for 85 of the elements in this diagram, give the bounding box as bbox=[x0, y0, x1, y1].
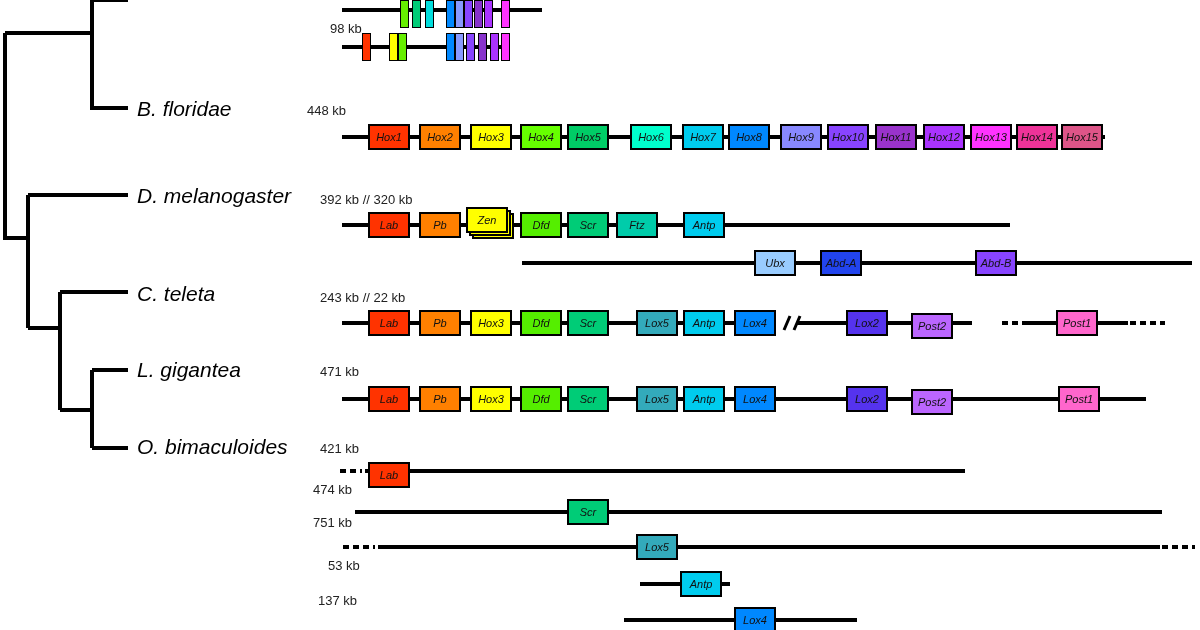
gene-box: Lox5 bbox=[636, 534, 678, 560]
length-label: 751 kb bbox=[313, 515, 353, 530]
gene-box: Ubx bbox=[754, 250, 796, 276]
gene-box: Antp bbox=[680, 571, 722, 597]
gene-bar bbox=[398, 33, 407, 61]
length-label: 474 kb bbox=[313, 482, 353, 497]
gene-box: Lab bbox=[368, 386, 410, 412]
gene-box: Ftz bbox=[616, 212, 658, 238]
gene-bar bbox=[474, 0, 483, 28]
length-label: 392 kb // 320 kb bbox=[320, 192, 413, 207]
species-name: L. gigantea bbox=[137, 358, 241, 382]
gene-box: Lox4 bbox=[734, 607, 776, 630]
gene-box: Antp bbox=[683, 386, 725, 412]
gene-bar bbox=[389, 33, 398, 61]
length-label: 98 kb bbox=[330, 21, 362, 36]
gene-box: Hox2 bbox=[419, 124, 461, 150]
gene-box: Hox3 bbox=[470, 124, 512, 150]
gene-box: Scr bbox=[567, 212, 609, 238]
species-name: O. bimaculoides bbox=[137, 435, 288, 459]
gene-box: Hox14 bbox=[1016, 124, 1058, 150]
length-label: 243 kb // 22 kb bbox=[320, 290, 406, 305]
length-label: 421 kb bbox=[320, 441, 360, 456]
gene-bar bbox=[464, 0, 473, 28]
gene-box: Scr bbox=[567, 499, 609, 525]
length-label: 448 kb bbox=[307, 103, 347, 118]
gene-box: Hox3 bbox=[470, 310, 512, 336]
species-name: B. floridae bbox=[137, 97, 232, 121]
gene-box: Lox5 bbox=[636, 310, 678, 336]
gene-bar bbox=[446, 33, 455, 61]
gene-bar bbox=[484, 0, 493, 28]
gene-box: Hox10 bbox=[827, 124, 869, 150]
species-name: C. teleta bbox=[137, 282, 216, 306]
gene-box: Abd-A bbox=[820, 250, 862, 276]
length-label: 53 kb bbox=[328, 558, 360, 573]
gene-box: Hox3 bbox=[470, 386, 512, 412]
gene-box: Scr bbox=[567, 386, 609, 412]
gene-box: Scr bbox=[567, 310, 609, 336]
gene-box: Hox6 bbox=[630, 124, 672, 150]
gene-box: Pb bbox=[419, 386, 461, 412]
gene-box: Lox4 bbox=[734, 386, 776, 412]
gene-bar bbox=[412, 0, 421, 28]
gene-box: Hox11 bbox=[875, 124, 917, 150]
gene-bar bbox=[362, 33, 371, 61]
length-label: 471 kb bbox=[320, 364, 360, 379]
gene-box: Abd-B bbox=[975, 250, 1017, 276]
gene-box: Hox12 bbox=[923, 124, 965, 150]
gene-box: Lox4 bbox=[734, 310, 776, 336]
gene-box: Dfd bbox=[520, 310, 562, 336]
gene-box: Antp bbox=[683, 310, 725, 336]
gene-box: Pb bbox=[419, 212, 461, 238]
gene-box: Antp bbox=[683, 212, 725, 238]
gene-box: Lox2 bbox=[846, 386, 888, 412]
gene-box: Post2 bbox=[911, 313, 953, 339]
gene-box: Post2 bbox=[911, 389, 953, 415]
gene-box: Hox8 bbox=[728, 124, 770, 150]
gene-box: Post1 bbox=[1056, 310, 1098, 336]
gene-box: Dfd bbox=[520, 212, 562, 238]
gene-box: Hox15 bbox=[1061, 124, 1103, 150]
gene-box: Lox5 bbox=[636, 386, 678, 412]
gene-box: Hox4 bbox=[520, 124, 562, 150]
gene-bar bbox=[490, 33, 499, 61]
gene-bar bbox=[455, 0, 464, 28]
gene-bar bbox=[446, 0, 455, 28]
gene-bar bbox=[466, 33, 475, 61]
gene-box: Lab bbox=[368, 462, 410, 488]
gene-box: Lab bbox=[368, 310, 410, 336]
gene-box: Lab bbox=[368, 212, 410, 238]
gene-bar bbox=[425, 0, 434, 28]
gene-box: Dfd bbox=[520, 386, 562, 412]
gene-box: Zen bbox=[466, 207, 508, 233]
gene-box: Hox7 bbox=[682, 124, 724, 150]
gene-box: Lox2 bbox=[846, 310, 888, 336]
species-name: D. melanogaster bbox=[137, 184, 292, 208]
gene-box: Hox1 bbox=[368, 124, 410, 150]
gene-bar bbox=[478, 33, 487, 61]
gene-bar bbox=[501, 33, 510, 61]
gene-bar bbox=[501, 0, 510, 28]
gene-bar bbox=[455, 33, 464, 61]
gene-box: Hox5 bbox=[567, 124, 609, 150]
gene-box: Hox13 bbox=[970, 124, 1012, 150]
length-label: 137 kb bbox=[318, 593, 358, 608]
gene-box: Post1 bbox=[1058, 386, 1100, 412]
gene-box: Pb bbox=[419, 310, 461, 336]
gene-box: Hox9 bbox=[780, 124, 822, 150]
gene-bar bbox=[400, 0, 409, 28]
